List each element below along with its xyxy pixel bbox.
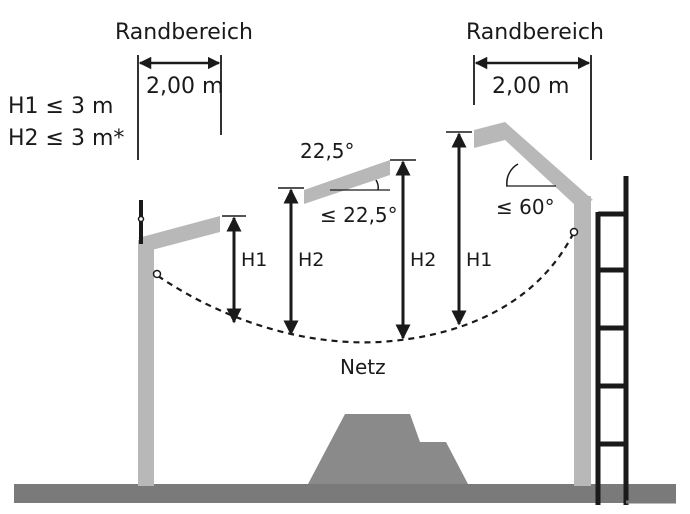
middle-arm — [304, 160, 390, 204]
ladder — [595, 176, 629, 505]
height-ticks — [222, 131, 472, 217]
edge-zone-left-label: Randbereich — [115, 20, 253, 45]
right-angle-arc — [506, 163, 519, 187]
angle-top-label: 22,5° — [300, 139, 355, 163]
left-post — [138, 240, 154, 486]
net-anchor-left — [152, 269, 162, 279]
edge-zone-right-label: Randbereich — [466, 20, 604, 45]
middle-angle-arc — [375, 179, 379, 191]
width-right-label: 2,00 m — [492, 74, 569, 99]
h1-right-label: H1 — [466, 249, 492, 271]
right-arm — [474, 122, 593, 206]
h2-right-label: H2 — [410, 249, 436, 271]
bracket-bolt — [137, 215, 145, 223]
right-post — [574, 196, 591, 486]
net-anchor-right — [569, 227, 579, 237]
left-arm — [138, 216, 220, 250]
angle-right-label: ≤ 60° — [496, 195, 555, 219]
net-label: Netz — [340, 355, 386, 379]
rule-h2-label: H2 ≤ 3 m* — [8, 126, 124, 151]
center-block — [308, 414, 468, 484]
ground — [14, 484, 676, 503]
h1-left-label: H1 — [241, 249, 267, 271]
rule-h1-label: H1 ≤ 3 m — [8, 94, 113, 119]
h2-left-label: H2 — [298, 249, 324, 271]
width-left-label: 2,00 m — [146, 74, 223, 99]
net-line — [157, 231, 575, 344]
angle-under-label: ≤ 22,5° — [320, 203, 398, 227]
